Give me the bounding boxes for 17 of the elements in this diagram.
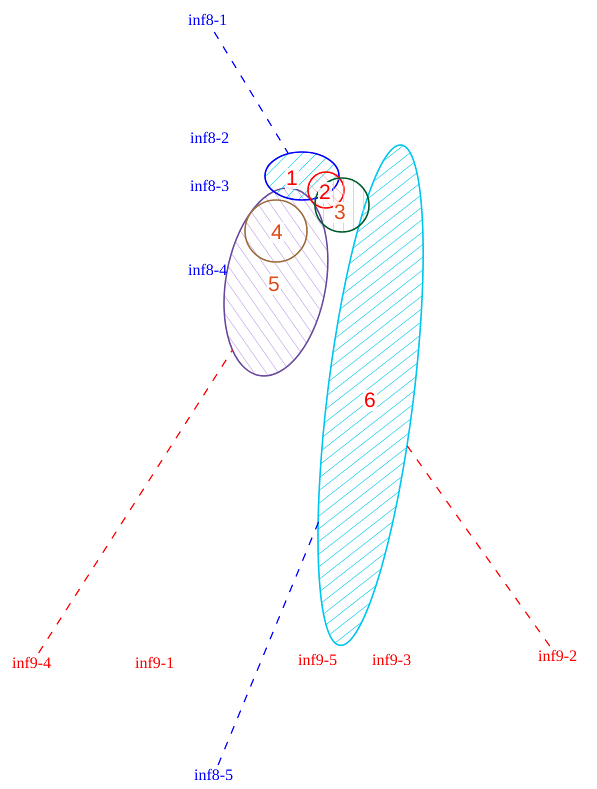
callout-label: inf9-1 (135, 655, 174, 673)
leader-line (218, 522, 320, 766)
callout-label: inf9-2 (538, 648, 578, 666)
region-number: 3 (333, 202, 347, 223)
leader-line (406, 446, 550, 646)
callout-label: inf8-4 (188, 262, 228, 280)
callout-label: inf8-1 (188, 12, 228, 30)
callout-label: inf8-3 (190, 178, 230, 196)
leader-line (38, 350, 234, 654)
callout-label: inf9-4 (12, 655, 52, 673)
callout-label: inf8-5 (194, 767, 234, 785)
callout-label: inf9-3 (372, 652, 412, 670)
region-number: 2 (318, 182, 332, 203)
callout-label: inf8-2 (190, 130, 230, 148)
region-number: 1 (285, 168, 299, 189)
callout-label: inf9-5 (298, 652, 338, 670)
leader-line (214, 32, 289, 154)
